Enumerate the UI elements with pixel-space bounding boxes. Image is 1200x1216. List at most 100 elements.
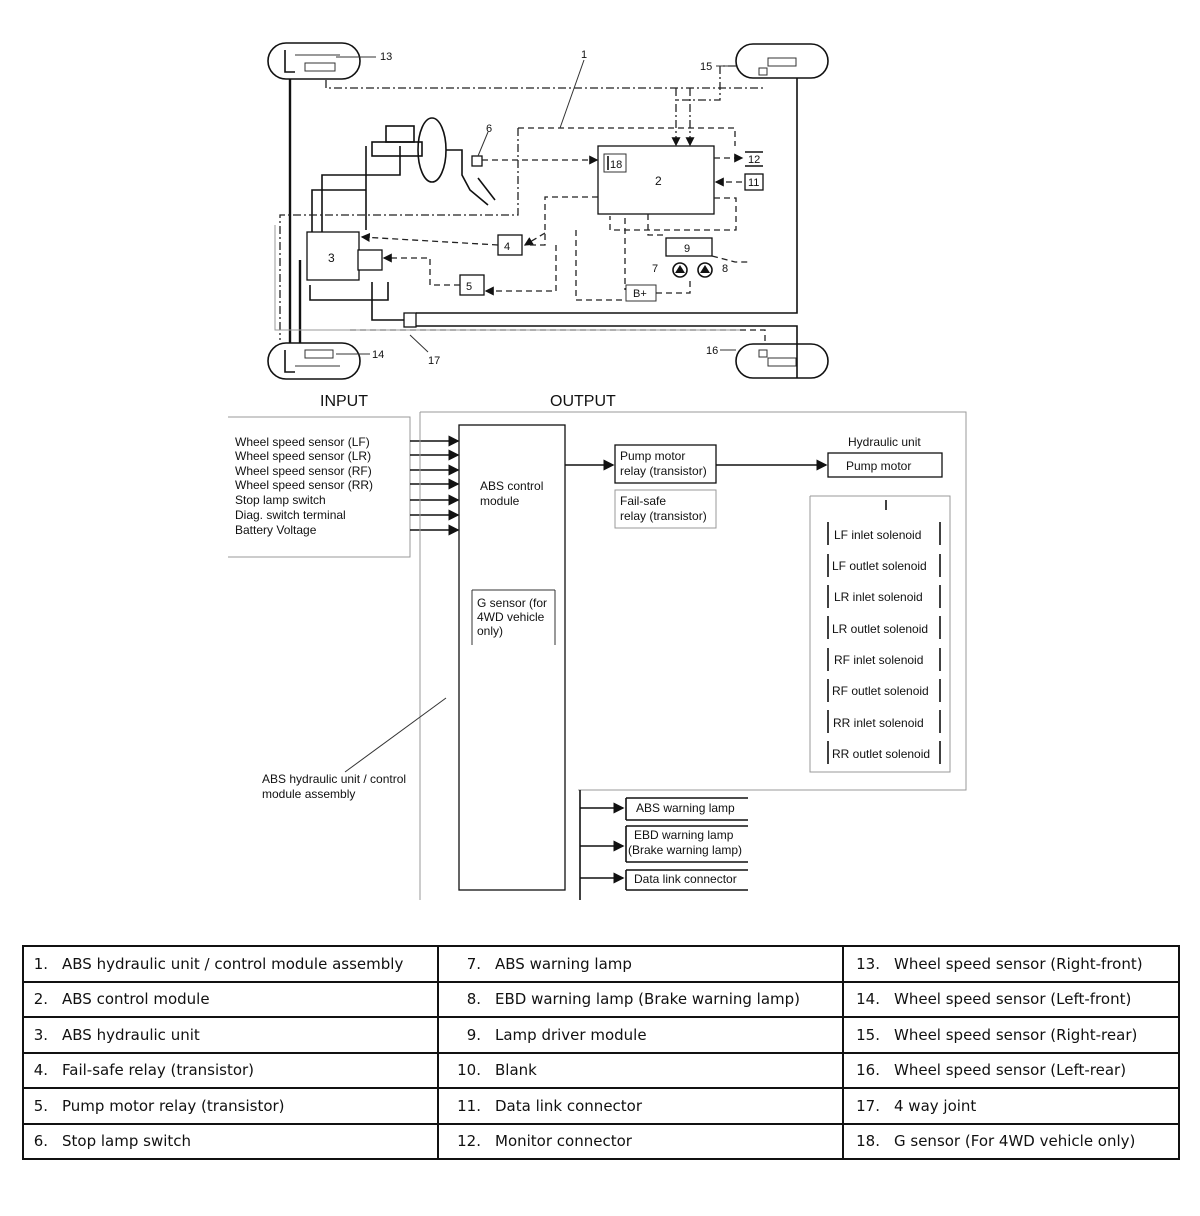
legend-number: 5. bbox=[33, 1096, 48, 1115]
solenoid-list: LF inlet solenoid LF outlet solenoid LR … bbox=[827, 522, 941, 764]
legend-cell: 13.Wheel speed sensor (Right-front) bbox=[842, 945, 1180, 983]
legend-cell: 7. ABS warning lamp bbox=[437, 945, 844, 983]
hydraulic-unit-box bbox=[306, 231, 360, 281]
legend-number: 14. bbox=[856, 990, 880, 1009]
legend-number: 4. bbox=[33, 1061, 48, 1080]
input-item: Stop lamp switch bbox=[235, 493, 326, 507]
legend-cell: 2.ABS control module bbox=[22, 980, 439, 1018]
legend-cell: 10. Blank bbox=[437, 1051, 844, 1089]
input-item: Wheel speed sensor (RF) bbox=[235, 464, 372, 478]
legend-cell: 18.G sensor (For 4WD vehicle only) bbox=[842, 1122, 1180, 1160]
four-way-joint bbox=[403, 312, 417, 328]
legend-number: 11. bbox=[457, 1096, 481, 1115]
legend-number: 7. bbox=[466, 954, 481, 973]
callout-17: 17 bbox=[428, 355, 440, 367]
component-legend: 1. ABS hydraulic unit / control module as… bbox=[22, 945, 1180, 1160]
legend-text: Pump motor relay (transistor) bbox=[62, 1096, 285, 1115]
solenoid-item: LF outlet solenoid bbox=[827, 554, 941, 577]
stop-lamp-switch-box bbox=[471, 155, 483, 167]
wheel-right-rear bbox=[735, 343, 829, 379]
callout-16: 16 bbox=[706, 345, 718, 357]
legend-cell: 8.EBD warning lamp (Brake warning lamp) bbox=[437, 980, 844, 1018]
legend-text: Fail-safe relay (transistor) bbox=[62, 1061, 255, 1080]
solenoid-item: LR outlet solenoid bbox=[827, 616, 941, 639]
output-heading: OUTPUT bbox=[550, 393, 616, 410]
legend-text: ABS hydraulic unit / control module asse… bbox=[62, 954, 404, 973]
solenoid-label: RF inlet solenoid bbox=[834, 653, 923, 667]
input-heading: INPUT bbox=[320, 393, 368, 410]
g-sensor-label: G sensor (for bbox=[477, 596, 547, 610]
callout-5: 5 bbox=[466, 281, 472, 293]
pump-motor-label: Pump motor bbox=[846, 459, 911, 473]
callout-2: 2 bbox=[655, 174, 662, 188]
legend-text: Wheel speed sensor (Right-rear) bbox=[894, 1025, 1138, 1044]
callout-15: 15 bbox=[700, 61, 712, 73]
output-label: EBD warning lamp bbox=[634, 828, 734, 842]
callout-12: 12 bbox=[748, 154, 760, 166]
legend-text: Monitor connector bbox=[495, 1132, 632, 1151]
legend-text: Blank bbox=[495, 1061, 537, 1080]
g-sensor-label: 4WD vehicle bbox=[477, 610, 545, 624]
solenoid-label: LR inlet solenoid bbox=[834, 590, 923, 604]
failsafe-relay-block bbox=[614, 489, 717, 529]
hydraulic-unit-label: Hydraulic unit bbox=[848, 435, 921, 449]
legend-cell: 3. ABS hydraulic unit bbox=[22, 1016, 439, 1054]
callout-18: 18 bbox=[610, 159, 622, 171]
callout-13: 13 bbox=[380, 51, 392, 63]
input-item: Diag. switch terminal bbox=[235, 508, 346, 522]
solenoid-label: RF outlet solenoid bbox=[832, 684, 929, 698]
failsafe-relay-label: relay (transistor) bbox=[620, 509, 707, 523]
legend-cell: 9. Lamp driver module bbox=[437, 1016, 844, 1054]
legend-text: Stop lamp switch bbox=[62, 1132, 192, 1151]
legend-text: Lamp driver module bbox=[495, 1025, 647, 1044]
abs-warning-lamp-symbol bbox=[672, 262, 688, 278]
wheel-left-front bbox=[267, 42, 361, 80]
assembly-label: ABS hydraulic unit / control bbox=[262, 772, 406, 786]
solenoid-item: RF outlet solenoid bbox=[827, 679, 941, 702]
legend-text: Data link connector bbox=[495, 1096, 643, 1115]
output-label: ABS warning lamp bbox=[636, 801, 735, 815]
block-diagram: INPUT OUTPUT Wheel speed sensor (LF) Whe… bbox=[228, 393, 967, 900]
solenoid-label: LF inlet solenoid bbox=[834, 528, 921, 542]
legend-text: Wheel speed sensor (Left-front) bbox=[894, 990, 1132, 1009]
solenoid-item: LF inlet solenoid bbox=[827, 522, 941, 545]
brake-booster bbox=[371, 117, 496, 206]
legend-row: 4.Fail-safe relay (transistor) 10.Blank … bbox=[22, 1051, 1180, 1089]
legend-text: ABS warning lamp bbox=[495, 954, 632, 973]
legend-row: 2.ABS control module 8.EBD warning lamp … bbox=[22, 980, 1180, 1018]
callout-1: 1 bbox=[581, 49, 587, 61]
wheel-left-rear bbox=[267, 342, 361, 380]
legend-number: 16. bbox=[856, 1061, 880, 1080]
output-label: (Brake warning lamp) bbox=[628, 843, 742, 857]
callout-battery: B+ bbox=[633, 288, 647, 300]
control-module-label: ABS control bbox=[480, 479, 543, 493]
legend-row: 3. ABS hydraulic unit 9. Lamp driver modul… bbox=[22, 1016, 1180, 1054]
solenoid-label: RR outlet solenoid bbox=[832, 747, 930, 761]
legend-number: 1. bbox=[33, 954, 48, 973]
legend-row: 5. Pump motor relay (transistor) 11. Data … bbox=[22, 1087, 1180, 1125]
callout-6: 6 bbox=[486, 123, 492, 135]
legend-cell: 11. Data link connector bbox=[437, 1087, 844, 1125]
wheel-right-front bbox=[735, 43, 829, 79]
solenoid-item: RR inlet solenoid bbox=[827, 710, 941, 733]
legend-cell: 5. Pump motor relay (transistor) bbox=[22, 1087, 439, 1125]
abs-control-module-block bbox=[458, 424, 566, 891]
input-item: Battery Voltage bbox=[235, 523, 317, 537]
legend-number: 10. bbox=[457, 1061, 481, 1080]
solenoid-label: LF outlet solenoid bbox=[832, 559, 927, 573]
legend-cell: 4. Fail-safe relay (transistor) bbox=[22, 1051, 439, 1089]
legend-cell: 16.Wheel speed sensor (Left-rear) bbox=[842, 1051, 1180, 1089]
legend-number: 18. bbox=[856, 1132, 880, 1151]
legend-cell: 14. Wheel speed sensor (Left-front) bbox=[842, 980, 1180, 1018]
pump-motor-block bbox=[827, 452, 943, 478]
solenoid-label: LR outlet solenoid bbox=[832, 622, 928, 636]
legend-number: 15. bbox=[856, 1025, 880, 1044]
legend-number: 3. bbox=[33, 1025, 48, 1044]
legend-text: Wheel speed sensor (Right-front) bbox=[894, 954, 1143, 973]
solenoid-item: RF inlet solenoid bbox=[827, 648, 941, 671]
legend-cell: 6.Stop lamp switch bbox=[22, 1122, 439, 1160]
legend-number: 9. bbox=[466, 1025, 481, 1044]
legend-text: ABS hydraulic unit bbox=[62, 1025, 200, 1044]
solenoid-item: RR outlet solenoid bbox=[827, 741, 941, 764]
input-item: Wheel speed sensor (LR) bbox=[235, 449, 371, 463]
